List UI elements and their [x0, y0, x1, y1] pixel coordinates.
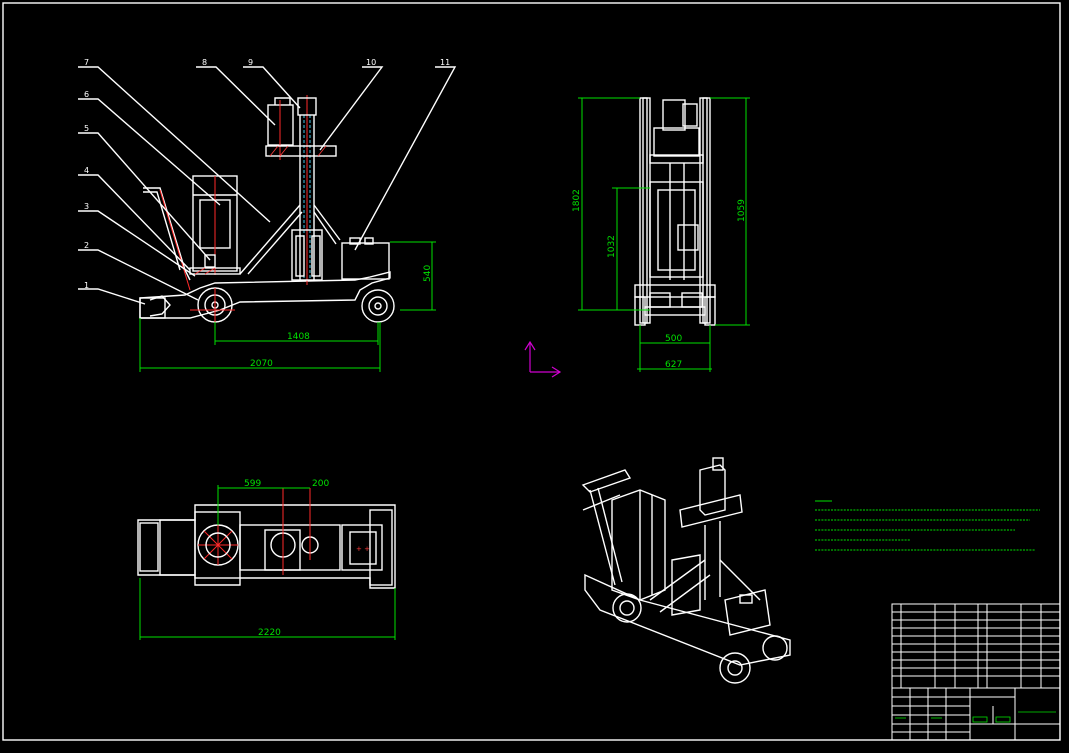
dim-top-length: 2220 [258, 628, 281, 638]
balloon-8: 8 [202, 58, 207, 67]
balloon-11: 11 [440, 58, 450, 67]
side-view: 1 2 3 4 5 6 7 8 9 10 11 1408 2070 540 [78, 58, 457, 372]
balloon-2: 2 [84, 241, 89, 250]
technical-notes [815, 500, 1040, 551]
svg-text:+ +: + + [356, 545, 370, 553]
balloon-9: 9 [248, 58, 253, 67]
title-block [891, 603, 1061, 741]
dim-width: 627 [665, 360, 682, 370]
balloon-5: 5 [84, 124, 89, 133]
dim-height-right: 1059 [737, 199, 747, 222]
balloon-6: 6 [84, 90, 89, 99]
balloon-7: 7 [84, 58, 89, 67]
ucs-axes-icon [524, 340, 562, 378]
front-view: 1802 1032 1059 500 627 [572, 97, 750, 372]
dim-wheelbase: 1408 [287, 332, 310, 342]
dim-height: 540 [423, 265, 433, 282]
dim-top-2: 200 [312, 479, 329, 489]
dim-total-height: 1802 [572, 189, 582, 212]
wheel-spokes [198, 525, 238, 565]
top-view: + + 599 200 2220 [137, 479, 396, 640]
balloon-10: 10 [366, 58, 376, 67]
dim-overall-length: 2070 [250, 359, 273, 369]
balloon-1: 1 [84, 281, 89, 290]
dim-top-1: 599 [244, 479, 261, 489]
isometric-view [581, 457, 791, 684]
dim-frame-height: 1032 [607, 235, 617, 258]
dim-track: 500 [665, 334, 682, 344]
drawing-border [2, 2, 1061, 741]
balloon-3: 3 [84, 202, 89, 211]
balloon-4: 4 [84, 166, 89, 175]
